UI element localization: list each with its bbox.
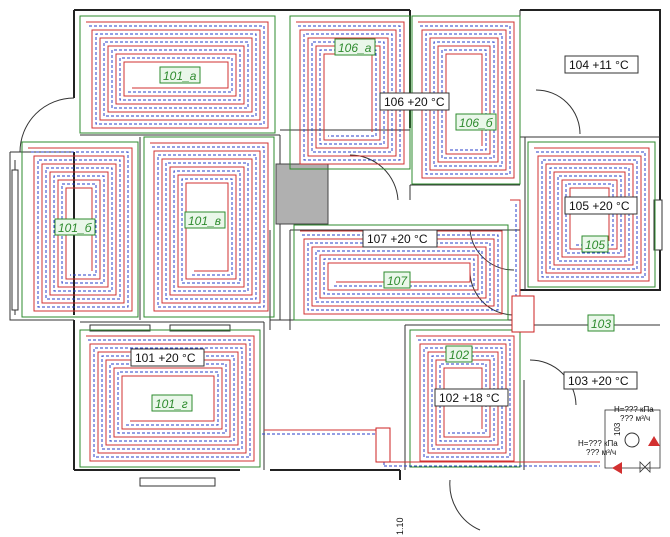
door xyxy=(529,359,577,406)
door xyxy=(535,89,581,135)
zone-boundaries xyxy=(21,15,656,468)
window xyxy=(89,324,151,332)
pump-head-1: H=??? кПа xyxy=(614,405,654,414)
zone-label-101g: 101_г xyxy=(155,397,188,411)
zone-label-101v: 101_в xyxy=(188,214,221,228)
structural-column xyxy=(275,163,329,225)
door xyxy=(469,229,515,271)
pump-symbol xyxy=(624,432,640,448)
supply-arrow-icon xyxy=(612,462,622,474)
zone-label-106a: 106_а xyxy=(338,41,372,55)
door xyxy=(349,154,399,201)
manifold xyxy=(375,427,391,463)
valve-icon xyxy=(639,461,651,473)
pump-tag: 103 xyxy=(613,422,622,436)
zone-labels: 101_а 101_б 101_в 101_г 102 103 105 106_… xyxy=(54,38,615,412)
pump-head-2: H=??? кПа xyxy=(578,439,618,448)
supply-arrow-icon-2 xyxy=(648,436,660,446)
room-label-106: 106 +20 °C xyxy=(384,95,445,109)
door xyxy=(469,269,515,316)
room-label-104: 104 +11 °C xyxy=(569,58,629,72)
window xyxy=(139,477,216,487)
room-labels: 106 +20 °C 104 +11 °C 105 +20 °C 107 +20… xyxy=(130,55,639,407)
manifolds xyxy=(375,295,535,463)
pump-group-box xyxy=(604,409,661,469)
window xyxy=(169,324,231,332)
door xyxy=(449,479,481,531)
windows xyxy=(11,169,663,487)
heating-loops xyxy=(28,21,650,467)
zone-label-105: 105 xyxy=(585,238,605,252)
room-label-105: 105 +20 °C xyxy=(569,199,630,213)
zone-label-106b: 106_б xyxy=(459,116,494,130)
zone-label-103: 103 xyxy=(591,317,611,331)
zone-label-102: 102 xyxy=(449,348,469,362)
room-label-101: 101 +20 °C xyxy=(135,351,196,365)
zone-label-101b: 101_б xyxy=(58,221,93,235)
manifold xyxy=(511,295,535,333)
pump-group: H=??? кПа ??? м³/ч H=??? кПа ??? м³/ч 10… xyxy=(578,405,661,474)
zone-label-107: 107 xyxy=(387,274,408,288)
room-label-103: 103 +20 °C xyxy=(568,374,629,388)
window xyxy=(11,169,19,311)
zone-label-101a: 101_а xyxy=(163,69,197,83)
pump-flow-1: ??? м³/ч xyxy=(620,414,650,423)
room-label-107: 107 +20 °C xyxy=(367,232,428,246)
room-label-102: 102 +18 °C xyxy=(439,391,500,405)
pump-flow-2: ??? м³/ч xyxy=(586,448,616,457)
window xyxy=(653,199,663,251)
door xyxy=(19,97,75,153)
dimension-label: 1.10 xyxy=(395,517,405,535)
